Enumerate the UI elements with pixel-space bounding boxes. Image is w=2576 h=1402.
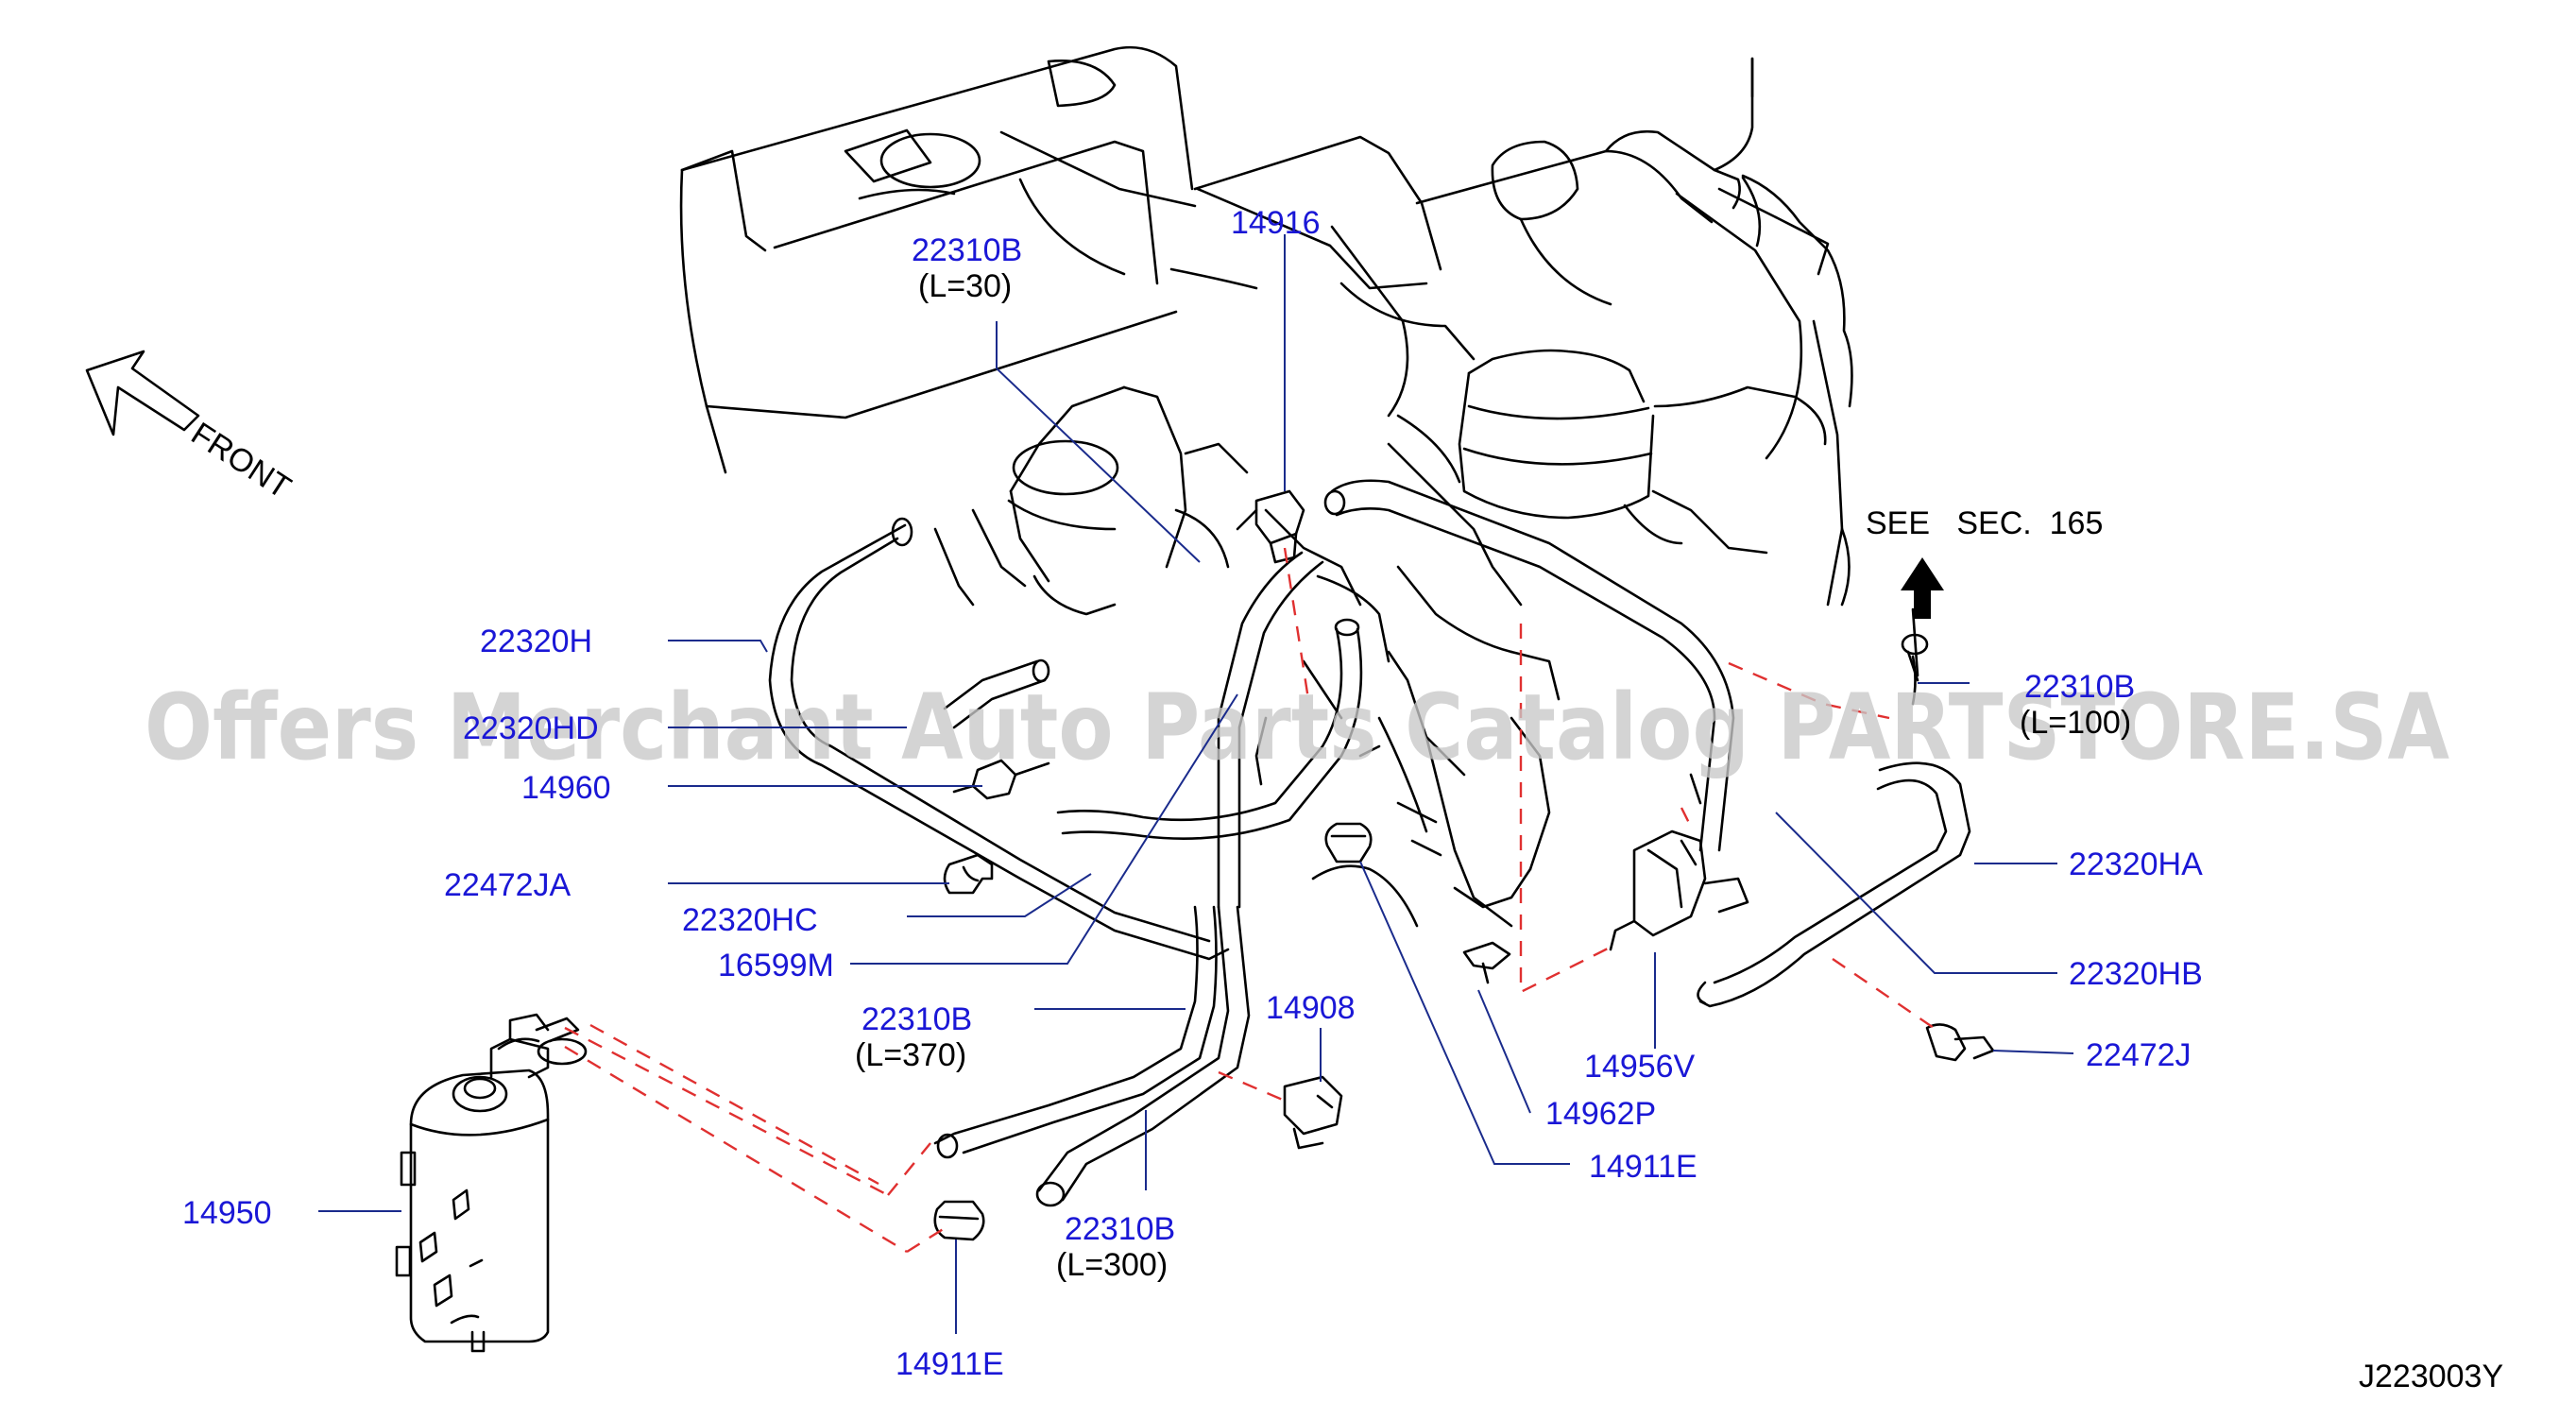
- diagram-code: J223003Y: [2359, 1359, 2503, 1394]
- watermark: Offers Merchant Auto Parts Catalog PARTS…: [145, 675, 2449, 780]
- callout-14908-part[interactable]: 14908: [1266, 990, 1356, 1026]
- callout-22320HD-part[interactable]: 22320HD: [463, 710, 599, 746]
- callout-22310B-l370-length: (L=370): [855, 1037, 966, 1073]
- callout-22310B-l300-length: (L=300): [1056, 1247, 1168, 1283]
- callout-14960-part[interactable]: 14960: [521, 770, 611, 806]
- callout-14956V-part[interactable]: 14956V: [1584, 1049, 1696, 1085]
- callout-14950-part[interactable]: 14950: [182, 1195, 272, 1231]
- part-callouts: 22310B (L=30) 14916 22320H 22320HD 14960…: [182, 205, 2203, 1382]
- small-parts: [933, 489, 1995, 1241]
- engine-block-outline: [679, 45, 1853, 928]
- callout-22320HB-part[interactable]: 22320HB: [2069, 956, 2203, 992]
- leader-lines: [318, 234, 2074, 1334]
- callout-22310B-l300-part[interactable]: 22310B: [1065, 1211, 1175, 1247]
- callout-22320HA-part[interactable]: 22320HA: [2069, 846, 2203, 882]
- callout-22320HC-part[interactable]: 22320HC: [682, 902, 818, 938]
- routing-dashed-lines: [564, 547, 1937, 1254]
- hose-assembly: [768, 479, 1971, 1207]
- callout-16599M-part[interactable]: 16599M: [718, 948, 834, 983]
- front-direction-indicator: FRONT: [85, 350, 298, 506]
- callout-22310B-l370-part[interactable]: 22310B: [862, 1001, 972, 1037]
- up-arrow-icon: [1901, 557, 1944, 619]
- callout-14911E-lower-part[interactable]: 14911E: [896, 1346, 1004, 1382]
- callout-22310B-l100-part[interactable]: 22310B: [2024, 669, 2135, 705]
- callout-22472J-part[interactable]: 22472J: [2086, 1037, 2192, 1073]
- see-section-text: SEE SEC. 165: [1866, 505, 2103, 541]
- see-section-reference: SEE SEC. 165: [1866, 505, 2103, 619]
- callout-14962P-part[interactable]: 14962P: [1545, 1096, 1656, 1132]
- callout-22310B-l30-length: (L=30): [918, 268, 1012, 304]
- callout-22472JA-part[interactable]: 22472JA: [444, 867, 571, 903]
- callout-14911E-upper-part[interactable]: 14911E: [1589, 1149, 1697, 1185]
- front-label: FRONT: [185, 416, 298, 506]
- callout-14916-part[interactable]: 14916: [1231, 205, 1321, 241]
- callout-22310B-l100-length: (L=100): [2020, 705, 2131, 741]
- callout-22320H-part[interactable]: 22320H: [480, 624, 592, 659]
- evap-canister: [395, 1013, 588, 1353]
- callout-22310B-l30-part[interactable]: 22310B: [912, 232, 1022, 268]
